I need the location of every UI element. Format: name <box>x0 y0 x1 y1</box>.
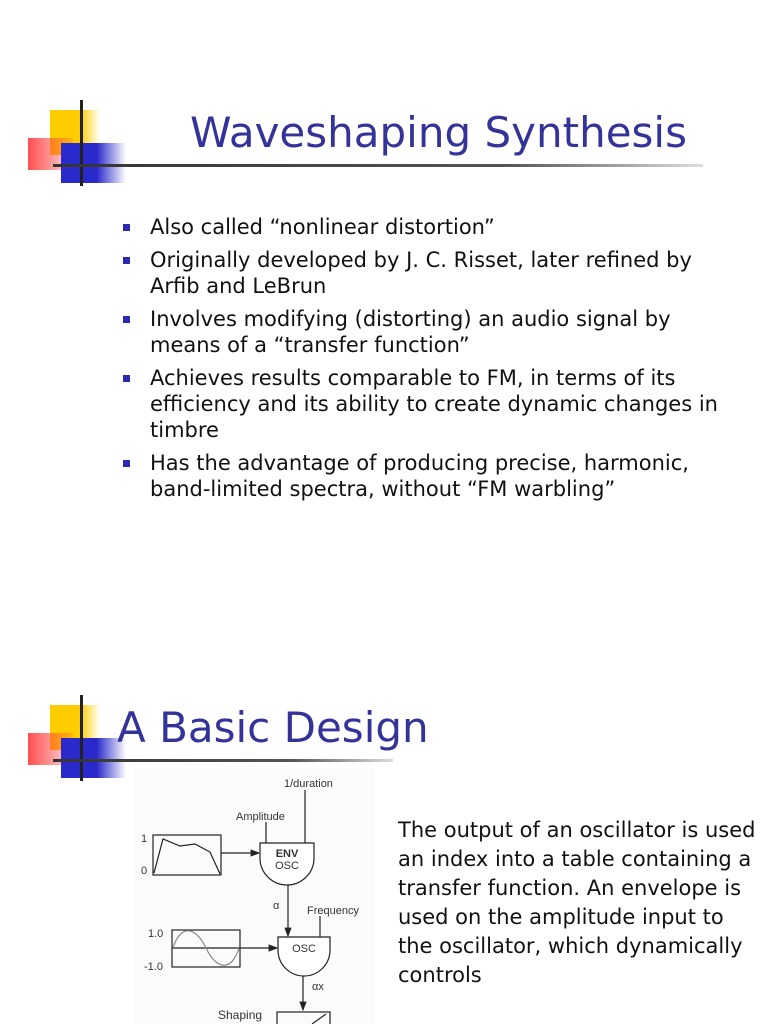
frequency-label: Frequency <box>307 905 359 917</box>
duration-label: 1/duration <box>284 778 333 790</box>
alpha-label: α <box>273 900 280 912</box>
title-underline <box>53 759 393 762</box>
shaping-curve <box>311 1013 327 1024</box>
bullet-item: Involves modifying (distorting) an audio… <box>123 306 743 358</box>
bullet-item: Also called “nonlinear distortion” <box>123 214 743 240</box>
slide-title: Waveshaping Synthesis <box>190 108 687 157</box>
bullet-list: Also called “nonlinear distortion” Origi… <box>123 214 743 509</box>
osc-label: OSC <box>292 943 316 955</box>
sine-bottom-label: -1.0 <box>144 961 163 973</box>
design-description: The output of an oscillator is used an i… <box>398 818 756 987</box>
alpha-x-label: αx <box>312 981 324 993</box>
title-underline <box>53 164 703 167</box>
env-bottom-label: 0 <box>141 865 147 877</box>
bullet-icon <box>123 257 130 264</box>
envelope-table-box <box>152 834 222 876</box>
amplitude-label: Amplitude <box>236 811 285 823</box>
osc-unit <box>277 936 331 977</box>
sine-curve <box>172 930 240 966</box>
bullet-icon <box>123 316 130 323</box>
bullet-item: Achieves results comparable to FM, in te… <box>123 365 743 443</box>
slide-logo <box>28 695 128 785</box>
bullet-icon <box>123 460 130 467</box>
diagram-background <box>135 768 375 1024</box>
bullet-icon <box>123 375 130 382</box>
slide-logo <box>28 100 128 190</box>
logo-blue-square <box>61 738 126 778</box>
logo-blue-square <box>61 143 126 183</box>
sine-top-label: 1.0 <box>148 928 163 940</box>
shaping-table-box <box>276 1011 331 1024</box>
shaping-label: Shaping <box>218 1008 262 1022</box>
env-osc-unit <box>259 842 315 886</box>
logo-vertical-line <box>80 695 83 781</box>
logo-vertical-line <box>80 100 83 186</box>
env-osc-label: OSC <box>275 860 299 872</box>
envelope-curve <box>153 838 221 875</box>
env-osc-label: ENV <box>276 848 299 860</box>
bullet-item: Has the advantage of producing precise, … <box>123 450 743 502</box>
slide-title: A Basic Design <box>117 703 429 752</box>
env-top-label: 1 <box>141 833 147 845</box>
bullet-icon <box>123 224 130 231</box>
bullet-item: Originally developed by J. C. Risset, la… <box>123 247 743 299</box>
